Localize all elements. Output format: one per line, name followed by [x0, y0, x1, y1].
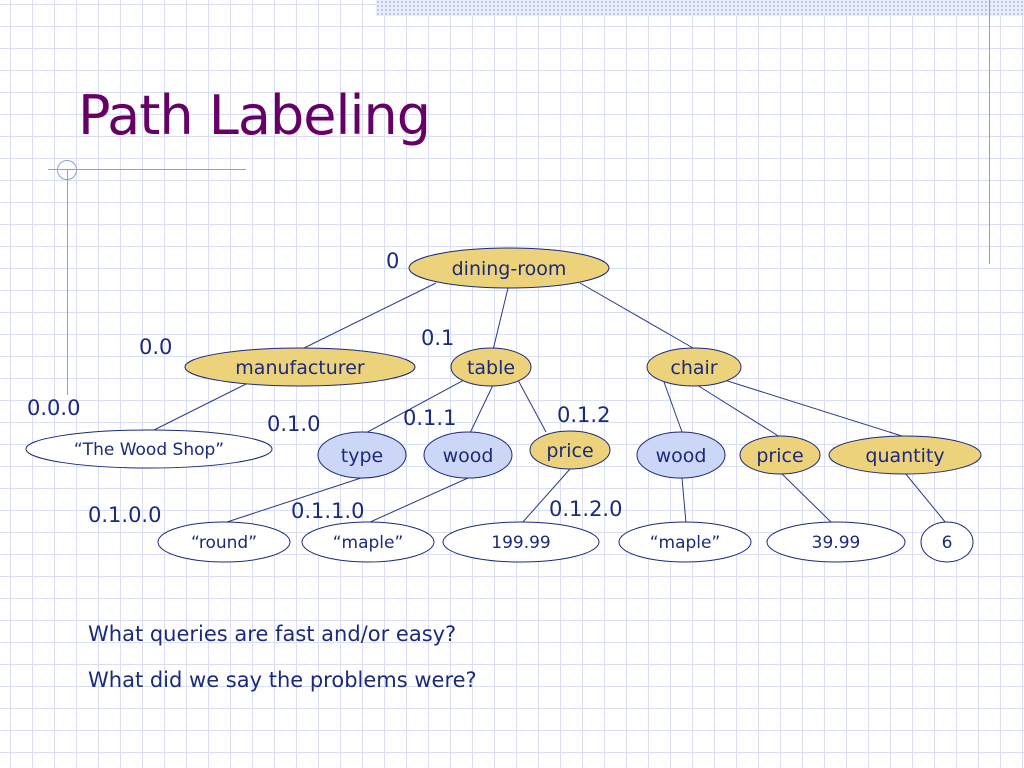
node-ellipse	[529, 430, 611, 470]
node-table-wood: wood	[423, 431, 513, 479]
leaf-ellipse	[301, 521, 435, 563]
node-ellipse	[317, 431, 407, 479]
node-label: type	[341, 445, 383, 467]
edge-manufacturer-woodshop	[149, 382, 249, 433]
leaf-label: “round”	[191, 533, 257, 553]
node-manufacturer: manufacturer	[184, 347, 416, 387]
leaf-ellipse	[25, 429, 273, 469]
path-label-0-0-0: 0.0.0	[27, 396, 80, 420]
leaf-quantity-6: 6	[920, 521, 974, 563]
leaf-ellipse	[920, 521, 974, 563]
leaf-maple-1: “maple”	[301, 521, 435, 563]
path-label-0-1-1-0: 0.1.1.0	[291, 499, 364, 523]
decorative-right-line	[989, 0, 990, 264]
leaf-maple-2: “maple”	[618, 521, 752, 563]
node-ellipse	[184, 347, 416, 387]
edge-table-wood	[469, 384, 494, 434]
edge-chairprice-value2	[779, 471, 833, 524]
node-label: table	[467, 357, 515, 379]
leaf-label: “The Wood Shop”	[74, 440, 224, 460]
path-label-0-1-0-0: 0.1.0.0	[88, 503, 161, 527]
edge-chair-price	[696, 384, 781, 438]
leaf-label: 39.99	[812, 533, 861, 553]
edge-chair-quantity	[717, 377, 906, 438]
decorative-vertical-line	[67, 170, 68, 395]
node-ellipse	[739, 435, 821, 475]
leaf-label: 199.99	[491, 533, 550, 553]
edge-chairwood-maple2	[681, 477, 687, 524]
node-label: chair	[670, 357, 717, 379]
node-type: type	[317, 431, 407, 479]
edge-root-table	[492, 287, 509, 351]
path-label-0-1-0: 0.1.0	[267, 412, 320, 436]
node-ellipse	[636, 431, 726, 479]
node-chair: chair	[646, 347, 742, 387]
leaf-price-199-99: 199.99	[442, 521, 600, 563]
node-ellipse	[408, 247, 610, 289]
leaf-label: “maple”	[333, 533, 404, 553]
leaf-round: “round”	[157, 521, 291, 563]
question-fast-queries: What queries are fast and/or easy?	[88, 622, 457, 646]
path-label-0-1: 0.1	[421, 326, 454, 350]
slide-title: Path Labeling	[78, 84, 431, 147]
node-label: wood	[443, 445, 494, 467]
node-chair-wood: wood	[636, 431, 726, 479]
edge-root-chair	[579, 282, 694, 349]
path-label-0-1-2: 0.1.2	[557, 403, 610, 427]
edge-table-type	[361, 379, 465, 436]
leaf-ellipse	[157, 521, 291, 563]
edge-root-manufacturer	[299, 282, 437, 351]
node-table: table	[450, 347, 532, 387]
node-quantity: quantity	[828, 435, 982, 475]
node-ellipse	[828, 435, 982, 475]
node-ellipse	[646, 347, 742, 387]
leaf-price-39-99: 39.99	[766, 521, 906, 563]
node-label: price	[546, 440, 593, 462]
edge-price-value1	[521, 468, 571, 524]
leaf-label: “maple”	[650, 533, 721, 553]
path-label-0-1-1: 0.1.1	[403, 406, 456, 430]
node-label: wood	[656, 445, 707, 467]
leaf-ellipse	[442, 521, 600, 563]
node-ellipse	[450, 347, 532, 387]
edge-wood-maple1	[367, 477, 469, 524]
edge-type-round	[223, 477, 362, 524]
node-dining-room: dining-room	[408, 247, 610, 289]
node-ellipse	[423, 431, 513, 479]
node-label: quantity	[865, 445, 944, 467]
edge-quantity-value3	[904, 472, 947, 524]
path-label-0-0: 0.0	[139, 335, 172, 359]
edge-table-price	[517, 379, 547, 433]
node-label: dining-room	[452, 258, 567, 280]
path-label-0-1-2-0: 0.1.2.0	[549, 497, 622, 521]
node-label: manufacturer	[235, 357, 365, 379]
path-label-0: 0	[386, 249, 399, 273]
node-chair-price: price	[739, 435, 821, 475]
question-problems: What did we say the problems were?	[88, 668, 477, 692]
leaf-the-wood-shop: “The Wood Shop”	[25, 429, 273, 469]
top-decorative-band	[376, 0, 1024, 16]
decorative-horizontal-line	[48, 169, 246, 170]
leaf-label: 6	[942, 533, 953, 553]
leaf-ellipse	[618, 521, 752, 563]
node-label: price	[756, 445, 803, 467]
tree-edges	[149, 282, 947, 524]
decorative-circle	[57, 160, 77, 180]
leaf-ellipse	[766, 521, 906, 563]
edge-chair-wood	[663, 381, 683, 433]
node-table-price: price	[529, 430, 611, 470]
